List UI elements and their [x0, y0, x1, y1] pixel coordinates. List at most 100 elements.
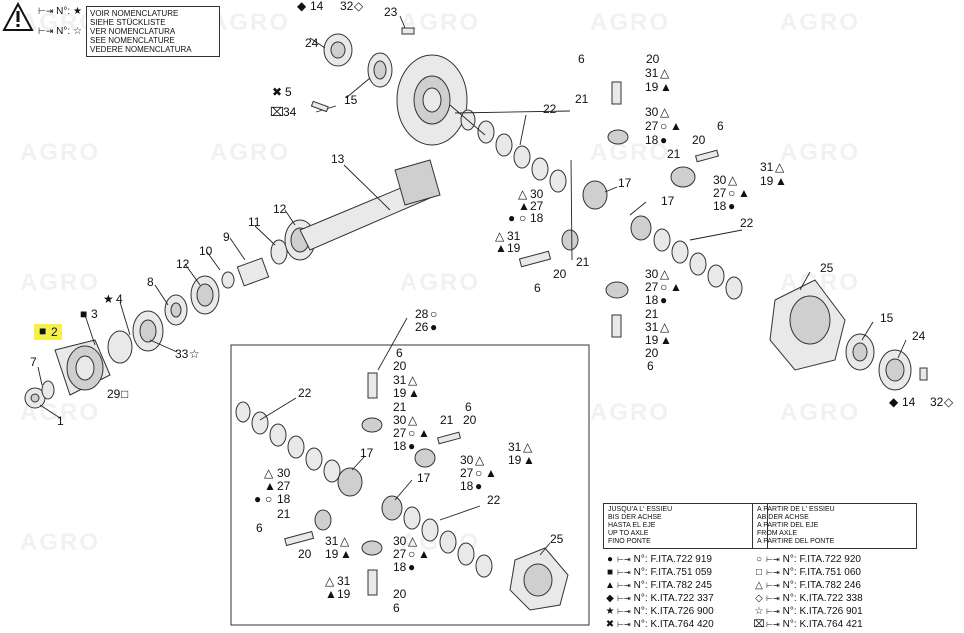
marker-triangle-filled: ▲: [670, 280, 682, 294]
legend-symbol: ●: [606, 554, 614, 565]
label-4: 4: [116, 292, 123, 306]
legend-row: ☆⊢⇥N°: K.ITA.726 901: [752, 605, 917, 618]
label-21a: 21: [575, 92, 589, 106]
label-15a: 15: [344, 93, 358, 107]
label-17b: 17: [661, 194, 675, 208]
label-18c: 18: [530, 211, 544, 225]
legend-code: K.ITA.722 337: [650, 593, 714, 604]
marker-circle-open: ○: [660, 280, 667, 294]
marker-circle-open: ○: [430, 307, 437, 321]
label-20c: 20: [553, 267, 567, 281]
marker-circle-open: ○: [519, 211, 526, 225]
label-8: 8: [147, 275, 154, 289]
legend-row: △⊢⇥N°: F.ITA.782 246: [752, 579, 917, 592]
label-18h: 18: [393, 560, 407, 574]
label-31a: 31: [645, 66, 659, 80]
label-34: 34: [283, 105, 297, 119]
marker-circle-open: ○: [408, 547, 415, 561]
legend-symbol: ◇: [755, 593, 763, 604]
legend-symbol: ◆: [606, 593, 614, 604]
arrow-icon: ⊢⇥: [766, 620, 780, 629]
marker-triangle-filled: ▲: [775, 174, 787, 188]
label-20g: 20: [298, 547, 312, 561]
label-27c: 27: [530, 199, 544, 213]
arrow-icon: ⊢⇥: [766, 555, 780, 564]
arrow-icon: ⊢⇥: [766, 581, 780, 590]
svg-text:AGRO: AGRO: [20, 529, 100, 556]
label-19g: 19: [325, 547, 339, 561]
arrow-icon: ⊢⇥: [766, 594, 780, 603]
inset-diff-group: [235, 372, 569, 611]
legend-symbol: □: [755, 567, 763, 578]
label-25b: 25: [550, 532, 564, 546]
label-18g: 18: [277, 492, 291, 506]
legend-row: ◆⊢⇥N°: K.ITA.722 337: [603, 592, 768, 605]
label-6e: 6: [396, 346, 403, 360]
label-6b: 6: [717, 119, 724, 133]
legend-code: K.ITA.764 421: [799, 619, 863, 630]
arrow-icon: ⊢⇥: [38, 6, 54, 16]
part-labels: ■ 2 1 7 ■ 3 ★ 4 29 □ 33 ☆ 8 12 10 9 11 1…: [30, 0, 954, 615]
svg-text:AGRO: AGRO: [780, 9, 860, 36]
label-20h: 20: [393, 587, 407, 601]
nomenclature-line: VEDERE NOMENCLATURA: [90, 45, 192, 54]
label-17d: 17: [417, 471, 431, 485]
label-6g: 6: [256, 521, 263, 535]
marker-star-filled: ★: [72, 6, 82, 17]
legend-row: ✖⊢⇥N°: K.ITA.764 420: [603, 618, 768, 631]
label-30g2: 30: [393, 534, 407, 548]
label-20f: 20: [463, 413, 477, 427]
label-18b: 18: [713, 199, 727, 213]
label-20d: 20: [645, 346, 659, 360]
legend-code: F.ITA.782 246: [799, 580, 861, 591]
legend-code: F.ITA.722 920: [799, 554, 861, 565]
svg-text:AGRO: AGRO: [780, 139, 860, 166]
marker-triangle-filled: ▲: [660, 80, 672, 94]
marker-triangle-open: △: [495, 229, 505, 243]
label-19c: 19: [507, 241, 521, 255]
marker-triangle-open: △: [340, 534, 350, 548]
arrow-icon: ⊢⇥: [617, 568, 631, 577]
arrow-icon: ⊢⇥: [617, 581, 631, 590]
label-18f: 18: [460, 479, 474, 493]
marker-star-open: ☆: [72, 26, 82, 37]
marker-triangle-open: △: [518, 187, 528, 201]
label-32b: 32: [930, 395, 944, 409]
marker-triangle-open: △: [325, 574, 335, 588]
marker-triangle-filled: ▲: [738, 186, 750, 200]
label-22d: 22: [487, 493, 501, 507]
label-25a: 25: [820, 261, 834, 275]
label-27g: 27: [277, 479, 291, 493]
label-17a: 17: [618, 176, 632, 190]
marker-circle-filled: ●: [408, 560, 415, 574]
label-26: 26: [415, 320, 429, 334]
legend-code: F.ITA.722 919: [650, 554, 712, 565]
marker-triangle-filled: ▲: [660, 333, 672, 347]
arrow-icon: ⊢⇥: [617, 620, 631, 629]
label-19a: 19: [645, 80, 659, 94]
label-31f: 31: [508, 440, 522, 454]
legend-row: ★⊢⇥N°: K.ITA.726 900: [603, 605, 768, 618]
highlight-marker: [34, 324, 62, 340]
arrow-icon: ⊢⇥: [38, 26, 54, 36]
legend-symbol: ⌧: [753, 619, 765, 630]
legend-symbol: ■: [606, 567, 614, 578]
label-30g: 30: [277, 466, 291, 480]
label-22c: 22: [298, 386, 312, 400]
label-27b: 27: [713, 186, 727, 200]
marker-circle-filled: ●: [430, 320, 437, 334]
label-31h: 31: [337, 574, 351, 588]
label-14a: 14: [310, 0, 324, 13]
label-18a: 18: [645, 133, 659, 147]
label-9: 9: [223, 230, 230, 244]
marker-x-filled: ✖: [272, 85, 282, 99]
label-14b: 14: [902, 395, 916, 409]
label-20a: 20: [646, 52, 660, 66]
label-22b: 22: [740, 216, 754, 230]
label-5: 5: [285, 85, 292, 99]
marker-square-filled: ■: [39, 324, 46, 338]
svg-text:AGRO: AGRO: [590, 139, 670, 166]
label-32a: 32: [340, 0, 354, 13]
legend-row: ●⊢⇥N°: F.ITA.722 919: [603, 553, 768, 566]
marker-triangle-open: △: [775, 160, 785, 174]
